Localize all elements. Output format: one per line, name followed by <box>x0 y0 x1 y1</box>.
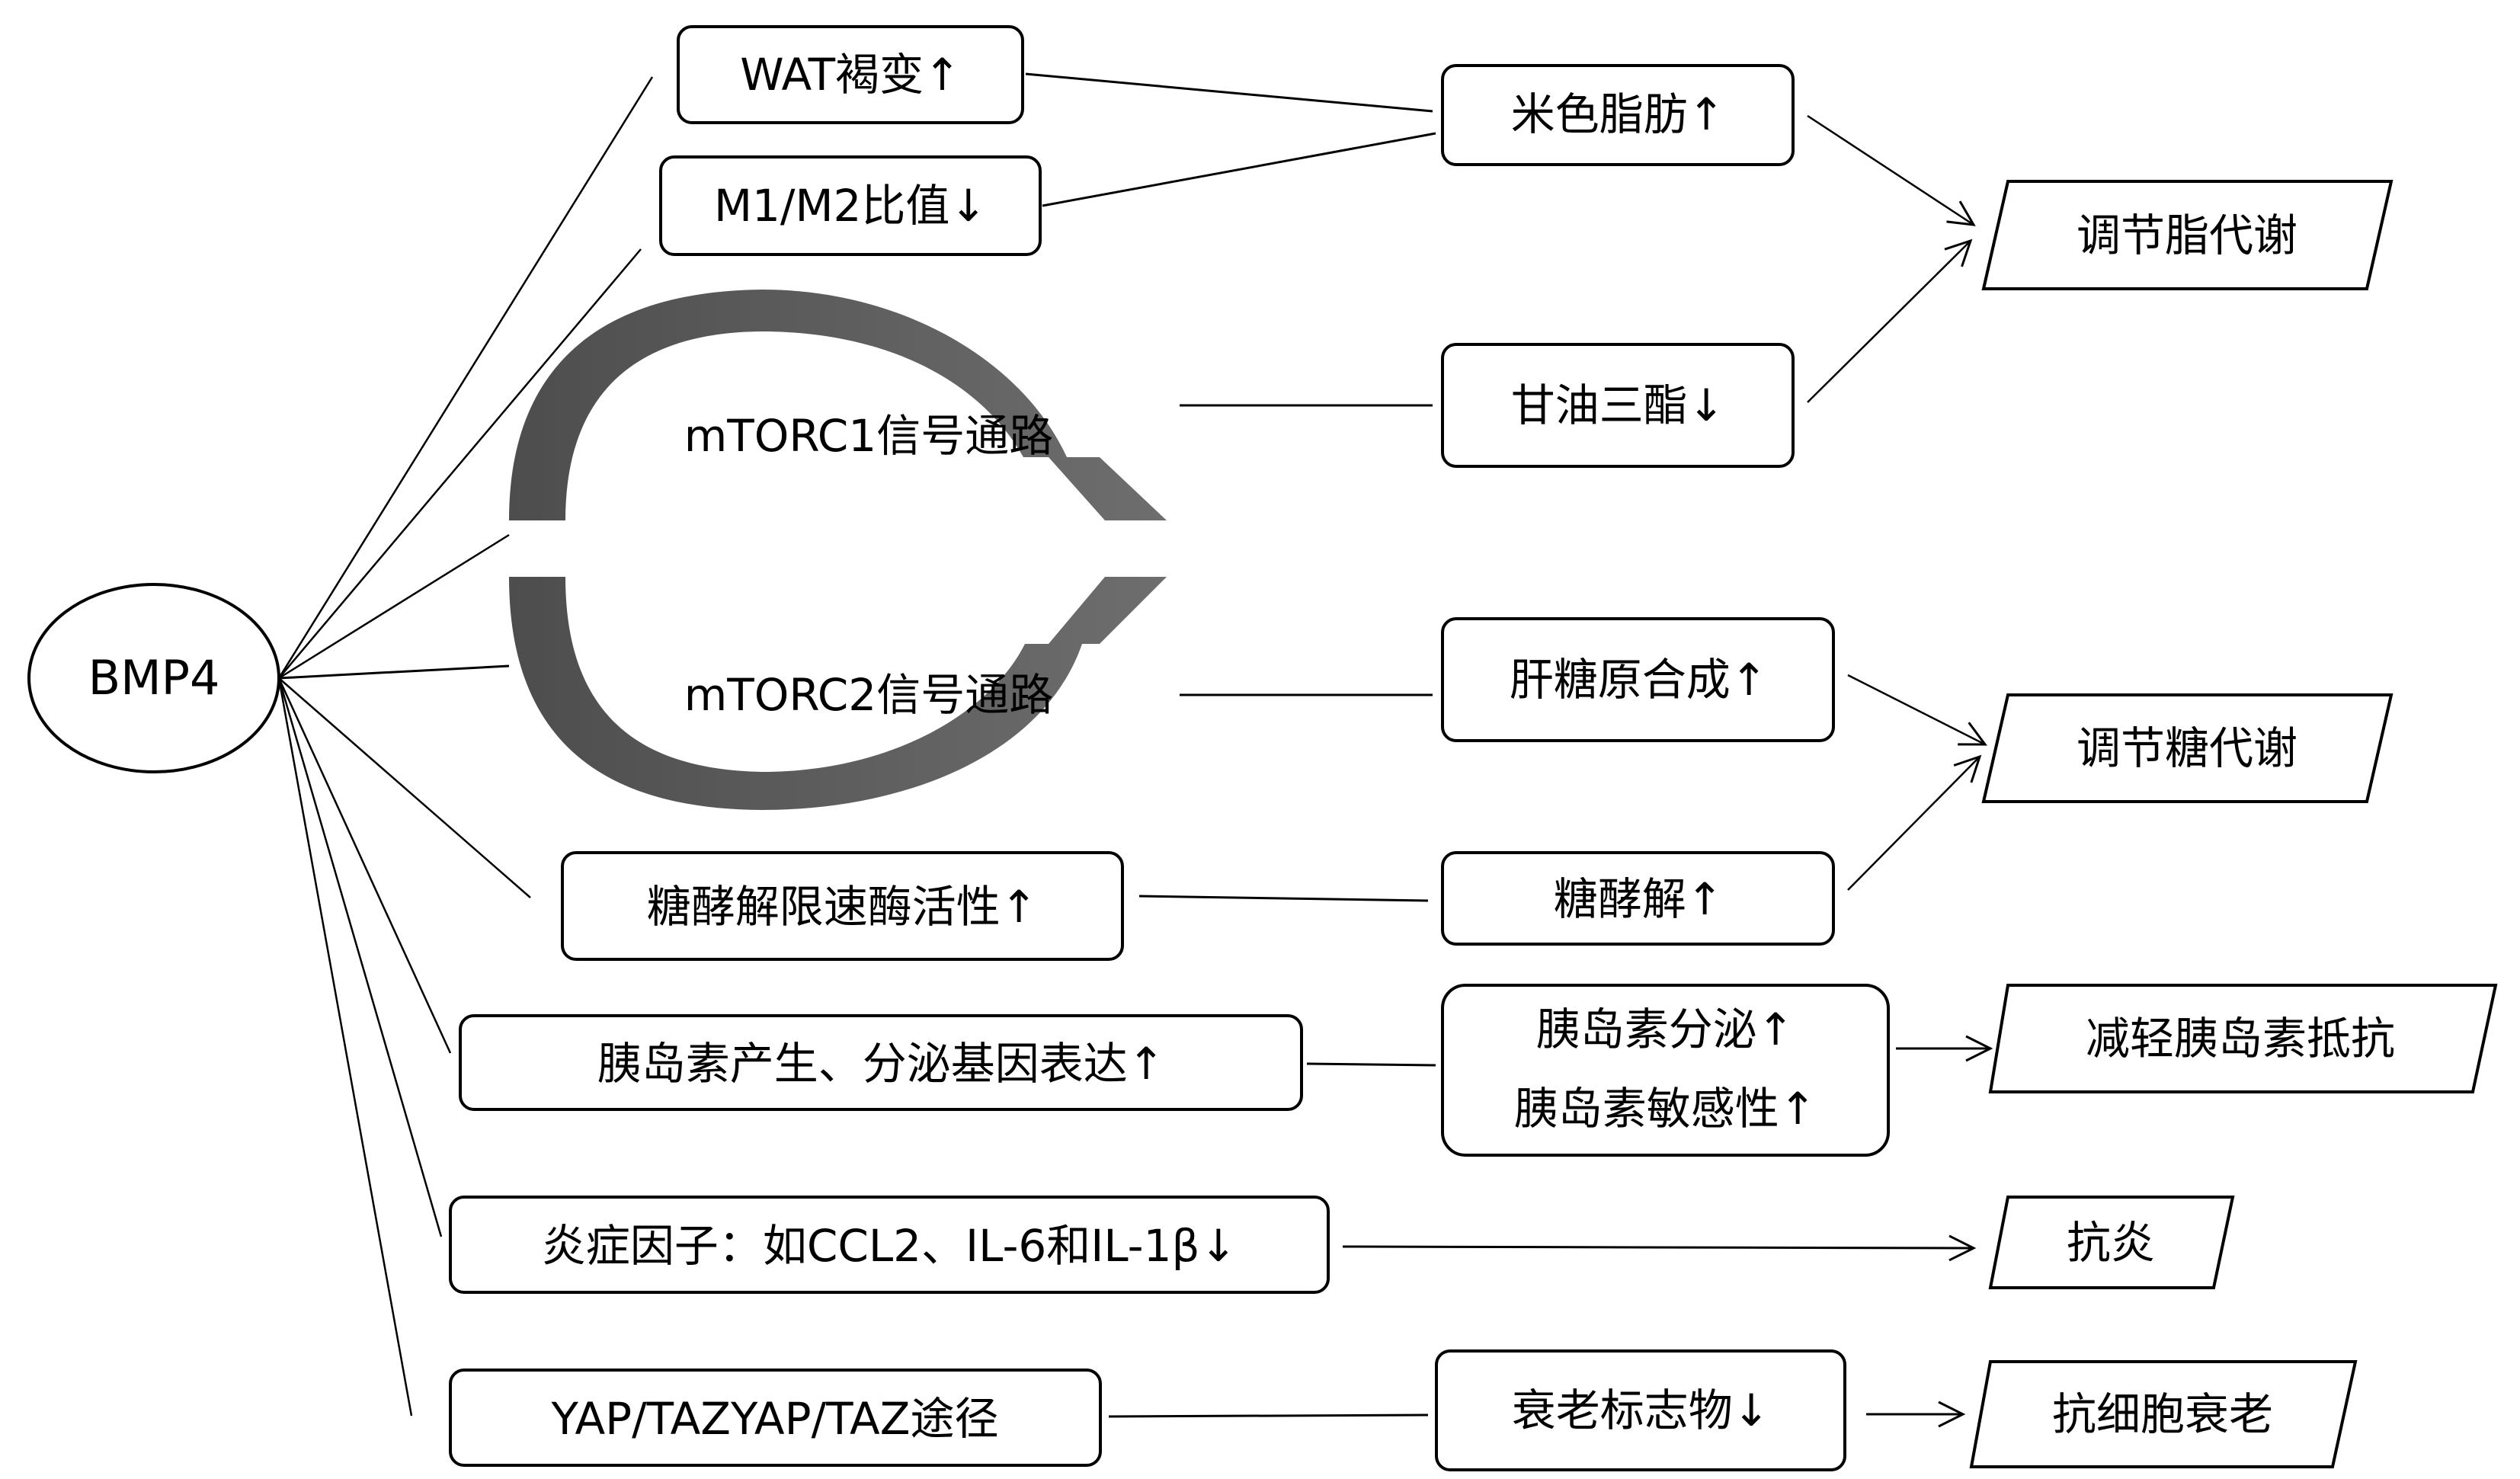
bmp4-label: BMP4 <box>88 650 220 706</box>
node-glycolysis-enzyme[interactable]: 糖酵解限速酶活性↑ <box>561 851 1124 961</box>
inflammation-label: 炎症因子：如CCL2、IL-6和IL-1β↓ <box>542 1220 1237 1272</box>
edge-bmp4-glycolysis-enzyme <box>278 677 531 898</box>
edge-bmp4-wat <box>277 76 654 679</box>
m1m2-label: M1/M2比值↓ <box>714 180 987 232</box>
node-yap[interactable]: YAP/TAZYAP/TAZ途径 <box>449 1369 1102 1467</box>
edge-bmp4-mtorc1 <box>278 533 510 680</box>
glycolysis-label: 糖酵解↑ <box>1554 873 1724 925</box>
edge-m1m2-beige <box>1042 132 1436 207</box>
node-insulin-gene[interactable]: 胰岛素产生、分泌基因表达↑ <box>459 1014 1303 1111</box>
mtorc2-arc <box>509 577 1167 810</box>
insulin-secretion-label: 胰岛素分泌↑ <box>1536 1004 1795 1055</box>
node-senescence-markers[interactable]: 衰老标志物↓ <box>1435 1349 1846 1471</box>
beige-fat-label: 米色脂肪↑ <box>1511 88 1725 140</box>
node-wat[interactable]: WAT褐变↑ <box>677 25 1024 124</box>
arrow-anti-inflammation <box>1342 1234 1977 1262</box>
glycolysis-enzyme-label: 糖酵解限速酶活性↑ <box>647 881 1038 933</box>
outcome-anti-inflammation[interactable]: 抗炎 <box>1988 1196 2235 1289</box>
glycogen-label: 肝糖原合成↑ <box>1510 654 1768 706</box>
bmp4-edges <box>277 76 654 1417</box>
outcome-arrows <box>1342 114 1993 1428</box>
insulin-resistance-label: 减轻胰岛素抵抗 <box>2086 1013 2395 1064</box>
node-beige-fat[interactable]: 米色脂肪↑ <box>1441 64 1795 166</box>
arrow-glycolysis-glucose <box>1847 754 1982 891</box>
triglyceride-label: 甘油三酯↓ <box>1511 379 1725 431</box>
outcome-glucose-metabolism[interactable]: 调节糖代谢 <box>1981 693 2394 803</box>
edge-bmp4-insulin-gene <box>277 677 452 1054</box>
mtorc1-label: mTORC1信号通路 <box>684 410 1053 462</box>
connectors <box>1025 72 1436 1418</box>
edge-yap-senescence <box>1108 1413 1429 1418</box>
node-triglyceride[interactable]: 甘油三酯↓ <box>1441 343 1795 468</box>
senescence-markers-label: 衰老标志物↓ <box>1512 1385 1770 1436</box>
anti-inflammation-label: 抗炎 <box>2067 1217 2155 1269</box>
edge-insulin-gene-secretion <box>1306 1062 1436 1067</box>
anti-senescence-label: 抗细胞衰老 <box>2052 1388 2273 1440</box>
outcome-anti-senescence[interactable]: 抗细胞衰老 <box>1969 1360 2358 1468</box>
arrow-beige-lipid <box>1807 114 1976 226</box>
yap-label: YAP/TAZYAP/TAZ途径 <box>551 1393 999 1445</box>
arrow-triglyceride-lipid <box>1807 238 1973 403</box>
lipid-metabolism-label: 调节脂代谢 <box>2077 210 2297 261</box>
mtorc1-arc <box>509 290 1167 520</box>
node-inflammation[interactable]: 炎症因子：如CCL2、IL-6和IL-1β↓ <box>449 1196 1330 1294</box>
node-glycogen[interactable]: 肝糖原合成↑ <box>1441 617 1835 742</box>
glucose-metabolism-label: 调节糖代谢 <box>2077 722 2297 774</box>
node-insulin-effects[interactable]: 胰岛素分泌↑ 胰岛素敏感性↑ <box>1441 984 1890 1157</box>
edge-bmp4-mtorc2 <box>278 664 510 680</box>
arrow-glycogen-glucose <box>1847 674 1987 746</box>
bmp4-node[interactable]: BMP4 <box>27 583 280 773</box>
insulin-gene-label: 胰岛素产生、分泌基因表达↑ <box>597 1038 1165 1090</box>
mtorc2-label: mTORC2信号通路 <box>684 669 1053 721</box>
edge-bmp4-m1m2 <box>278 248 642 679</box>
mtorc-cycle: mTORC1信号通路 mTORC2信号通路 <box>509 290 1167 810</box>
insulin-sensitivity-label: 胰岛素敏感性↑ <box>1514 1083 1817 1135</box>
edge-bmp4-inflammation <box>277 677 443 1237</box>
node-glycolysis[interactable]: 糖酵解↑ <box>1441 851 1835 946</box>
outcome-insulin-resistance[interactable]: 减轻胰岛素抵抗 <box>1988 984 2498 1093</box>
edge-wat-beige <box>1025 72 1433 113</box>
edge-enzyme-glycolysis <box>1138 895 1429 902</box>
edge-bmp4-yap <box>277 677 413 1417</box>
outcome-lipid-metabolism[interactable]: 调节脂代谢 <box>1981 180 2394 290</box>
wat-label: WAT褐变↑ <box>740 49 960 101</box>
node-m1m2[interactable]: M1/M2比值↓ <box>659 155 1042 256</box>
